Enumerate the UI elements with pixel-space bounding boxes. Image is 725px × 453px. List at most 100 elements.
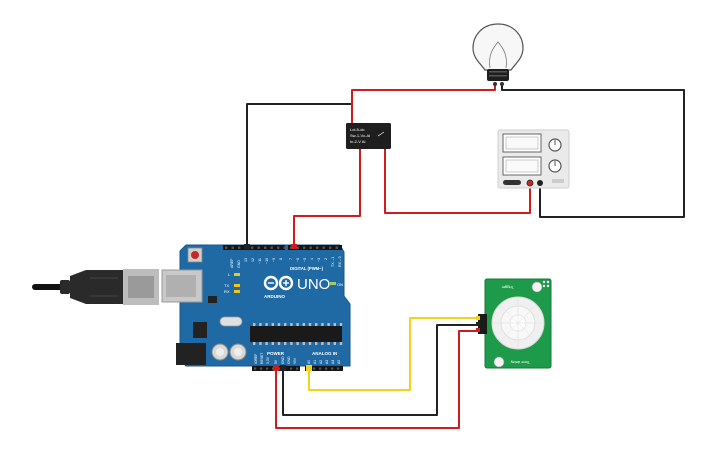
pin-hole [339, 323, 343, 326]
pin-hole [302, 323, 305, 326]
led-label-on: ON [337, 282, 343, 287]
pin-hole [309, 246, 312, 249]
pin-hole [260, 367, 263, 370]
wire-pir-output[interactable] [308, 317, 486, 391]
pin-hole [251, 246, 254, 249]
pin-label-11: ~11 [258, 258, 262, 264]
pin-hole [316, 246, 319, 249]
pin-hole [277, 323, 281, 326]
pin-hole [308, 323, 312, 326]
pin-label-6: ~6 [296, 258, 300, 262]
pin-label-a2: A2 [319, 360, 323, 364]
wires [246, 83, 685, 429]
pir-sensor[interactable]: Trigger Time delay HC-SR501 [476, 278, 552, 375]
pin-hole [296, 342, 299, 345]
relay-label-1: Loi-5-dc [350, 127, 364, 132]
arduino-brand: ARDUINO [264, 294, 285, 299]
arduino-logo [263, 275, 294, 291]
digital-label: DIGITAL (PWM~) [290, 266, 324, 271]
pir-delay-pot[interactable] [493, 356, 505, 368]
pin-hole [327, 323, 330, 326]
pin-hole [253, 342, 256, 345]
pin-hole [284, 323, 287, 326]
light-bulb[interactable] [472, 23, 524, 86]
pin-label-5v: 5V [274, 359, 278, 364]
pir-delay-label: Time delay [511, 360, 530, 365]
pin-label-aref: AREF [230, 258, 234, 268]
pin-hole [290, 323, 293, 326]
pin-hole [308, 342, 312, 345]
led-label-rx: RX [224, 289, 230, 294]
pin-label-a4: A4 [331, 360, 335, 364]
pin-hole [331, 367, 334, 370]
pin-hole [257, 246, 260, 249]
wire-bulb-to-supply-negative[interactable] [501, 83, 685, 218]
pin-label-gnd: GND [237, 260, 241, 268]
pin-label-a0: A0 [307, 360, 311, 364]
pin-hole [337, 367, 340, 370]
dc-power-supply[interactable] [497, 129, 570, 189]
wire-signal-to-relay[interactable] [293, 147, 361, 247]
pin-hole [325, 367, 328, 370]
pir-connector[interactable] [478, 314, 487, 334]
wire-pir-gnd[interactable] [282, 324, 486, 416]
pin-label-ioref: IOREF [254, 354, 258, 364]
atmega-chip [250, 323, 343, 345]
wire-relay-to-bulb[interactable] [351, 83, 496, 128]
pir-model-label: HC-SR501 [528, 371, 545, 375]
led-label-l: L [228, 272, 231, 277]
arduino-model: UNO [297, 276, 330, 293]
pin-hole [339, 342, 343, 345]
pin-hole [284, 342, 287, 345]
pin-label-vin: VIN [293, 358, 297, 364]
pin-label-reset: RESET [260, 353, 264, 364]
relay[interactable]: Loi-5-dc Sw-1-Vc-Ai In-2-V Ai [346, 123, 391, 149]
pin-hole [283, 246, 286, 249]
pin-hole [315, 323, 318, 326]
pin-hole [265, 342, 268, 345]
dc-power-supply-icon [497, 129, 570, 189]
pin-label-5: ~5 [303, 258, 307, 262]
led-label-tx: TX [224, 283, 229, 288]
pin-hole [277, 246, 280, 249]
pin-hole [271, 342, 274, 345]
pin-hole [290, 367, 293, 370]
pin-hole [335, 246, 338, 249]
usb-cable [32, 269, 159, 305]
pin-hole [329, 246, 332, 249]
pin-label-9: ~9 [272, 258, 276, 262]
pin-label-3: ~3 [317, 258, 321, 262]
pin-label-gnd-2: GND [287, 356, 291, 364]
pin-label-13: 13 [244, 258, 248, 262]
pin-hole [327, 342, 330, 345]
pin-hole [313, 367, 316, 370]
pin-hole [278, 367, 281, 370]
pir-trigger-label: Trigger [501, 285, 514, 290]
pin-hole [319, 367, 322, 370]
wire-pir-vcc[interactable] [275, 330, 486, 429]
light-bulb-icon [472, 23, 524, 86]
pin-hole [290, 342, 293, 345]
digital-header-right[interactable] [288, 245, 342, 250]
pin-label-12: 12 [251, 258, 255, 262]
arduino-uno[interactable]: L TX RX ON UNO ARDUINO AREF GND 13 12 [161, 244, 351, 371]
pin-hole [303, 246, 306, 249]
power-label: POWER [267, 351, 285, 356]
analog-header[interactable] [305, 366, 343, 371]
pir-trigger-pot[interactable] [531, 281, 543, 293]
pin-hole [315, 342, 318, 345]
pin-hole [296, 323, 299, 326]
pin-hole [270, 246, 273, 249]
pin-hole [302, 342, 305, 345]
wire-relay-to-supply-positive[interactable] [384, 147, 531, 214]
pin-hole [277, 342, 281, 345]
pin-hole [238, 246, 241, 249]
relay-label-3: In-2-V Ai [350, 139, 365, 144]
pin-hole [254, 367, 257, 370]
pin-label-rx0: RX←0 [338, 256, 342, 267]
digital-header-left[interactable] [223, 245, 285, 250]
wire-gnd-to-relay[interactable] [246, 103, 353, 246]
pir-dome [491, 296, 545, 350]
pin-hole [271, 323, 274, 326]
pin-hole [321, 342, 324, 345]
